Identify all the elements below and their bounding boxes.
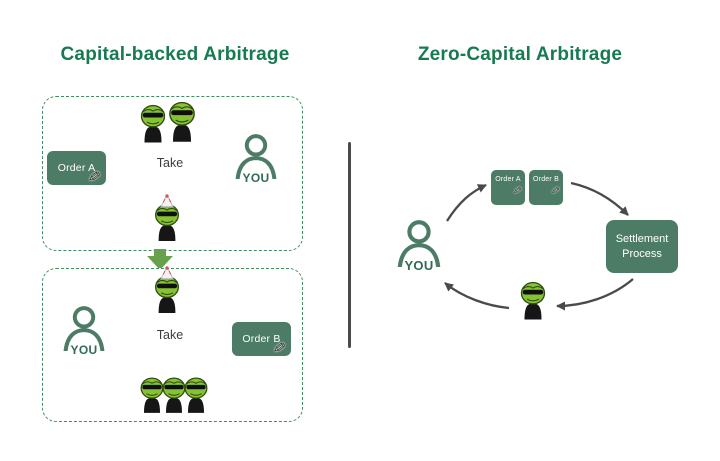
you-label: YOU <box>70 343 98 357</box>
settlement-box: Settlement Process <box>606 220 678 273</box>
down-arrow-icon <box>154 249 166 257</box>
left-panel-title: Capital-backed Arbitrage <box>60 44 290 65</box>
order-a-box: Order A <box>47 151 106 185</box>
mascot-icon <box>169 101 195 142</box>
take-label: Take <box>156 328 184 342</box>
order-b-label: Order B <box>533 176 559 183</box>
order-a-mini-box: Order A <box>491 170 525 205</box>
pencil-icon: ✎ <box>512 185 523 198</box>
order-a-label: Order A <box>495 176 521 183</box>
order-b-mini-box: Order B <box>529 170 563 205</box>
take-label: Take <box>156 156 184 170</box>
divider <box>348 142 351 348</box>
pencil-icon: ✎ <box>550 185 561 198</box>
settlement-label-line2: Process <box>622 247 662 260</box>
mascot-icon <box>520 281 546 320</box>
pencil-icon: ✎ <box>86 168 102 187</box>
pencil-icon: ✎ <box>271 339 287 358</box>
mascot-party-icon <box>154 266 180 313</box>
mascot-icon <box>184 377 208 413</box>
order-b-label: Order B <box>242 333 281 345</box>
you-label: YOU <box>242 171 270 185</box>
order-a-label: Order A <box>57 162 96 174</box>
right-panel-title: Zero-Capital Arbitrage <box>417 44 623 65</box>
settlement-label-line1: Settlement <box>615 233 669 246</box>
you-label: YOU <box>404 258 434 273</box>
mascot-party-icon <box>154 194 180 241</box>
order-b-box: Order B <box>232 322 291 356</box>
